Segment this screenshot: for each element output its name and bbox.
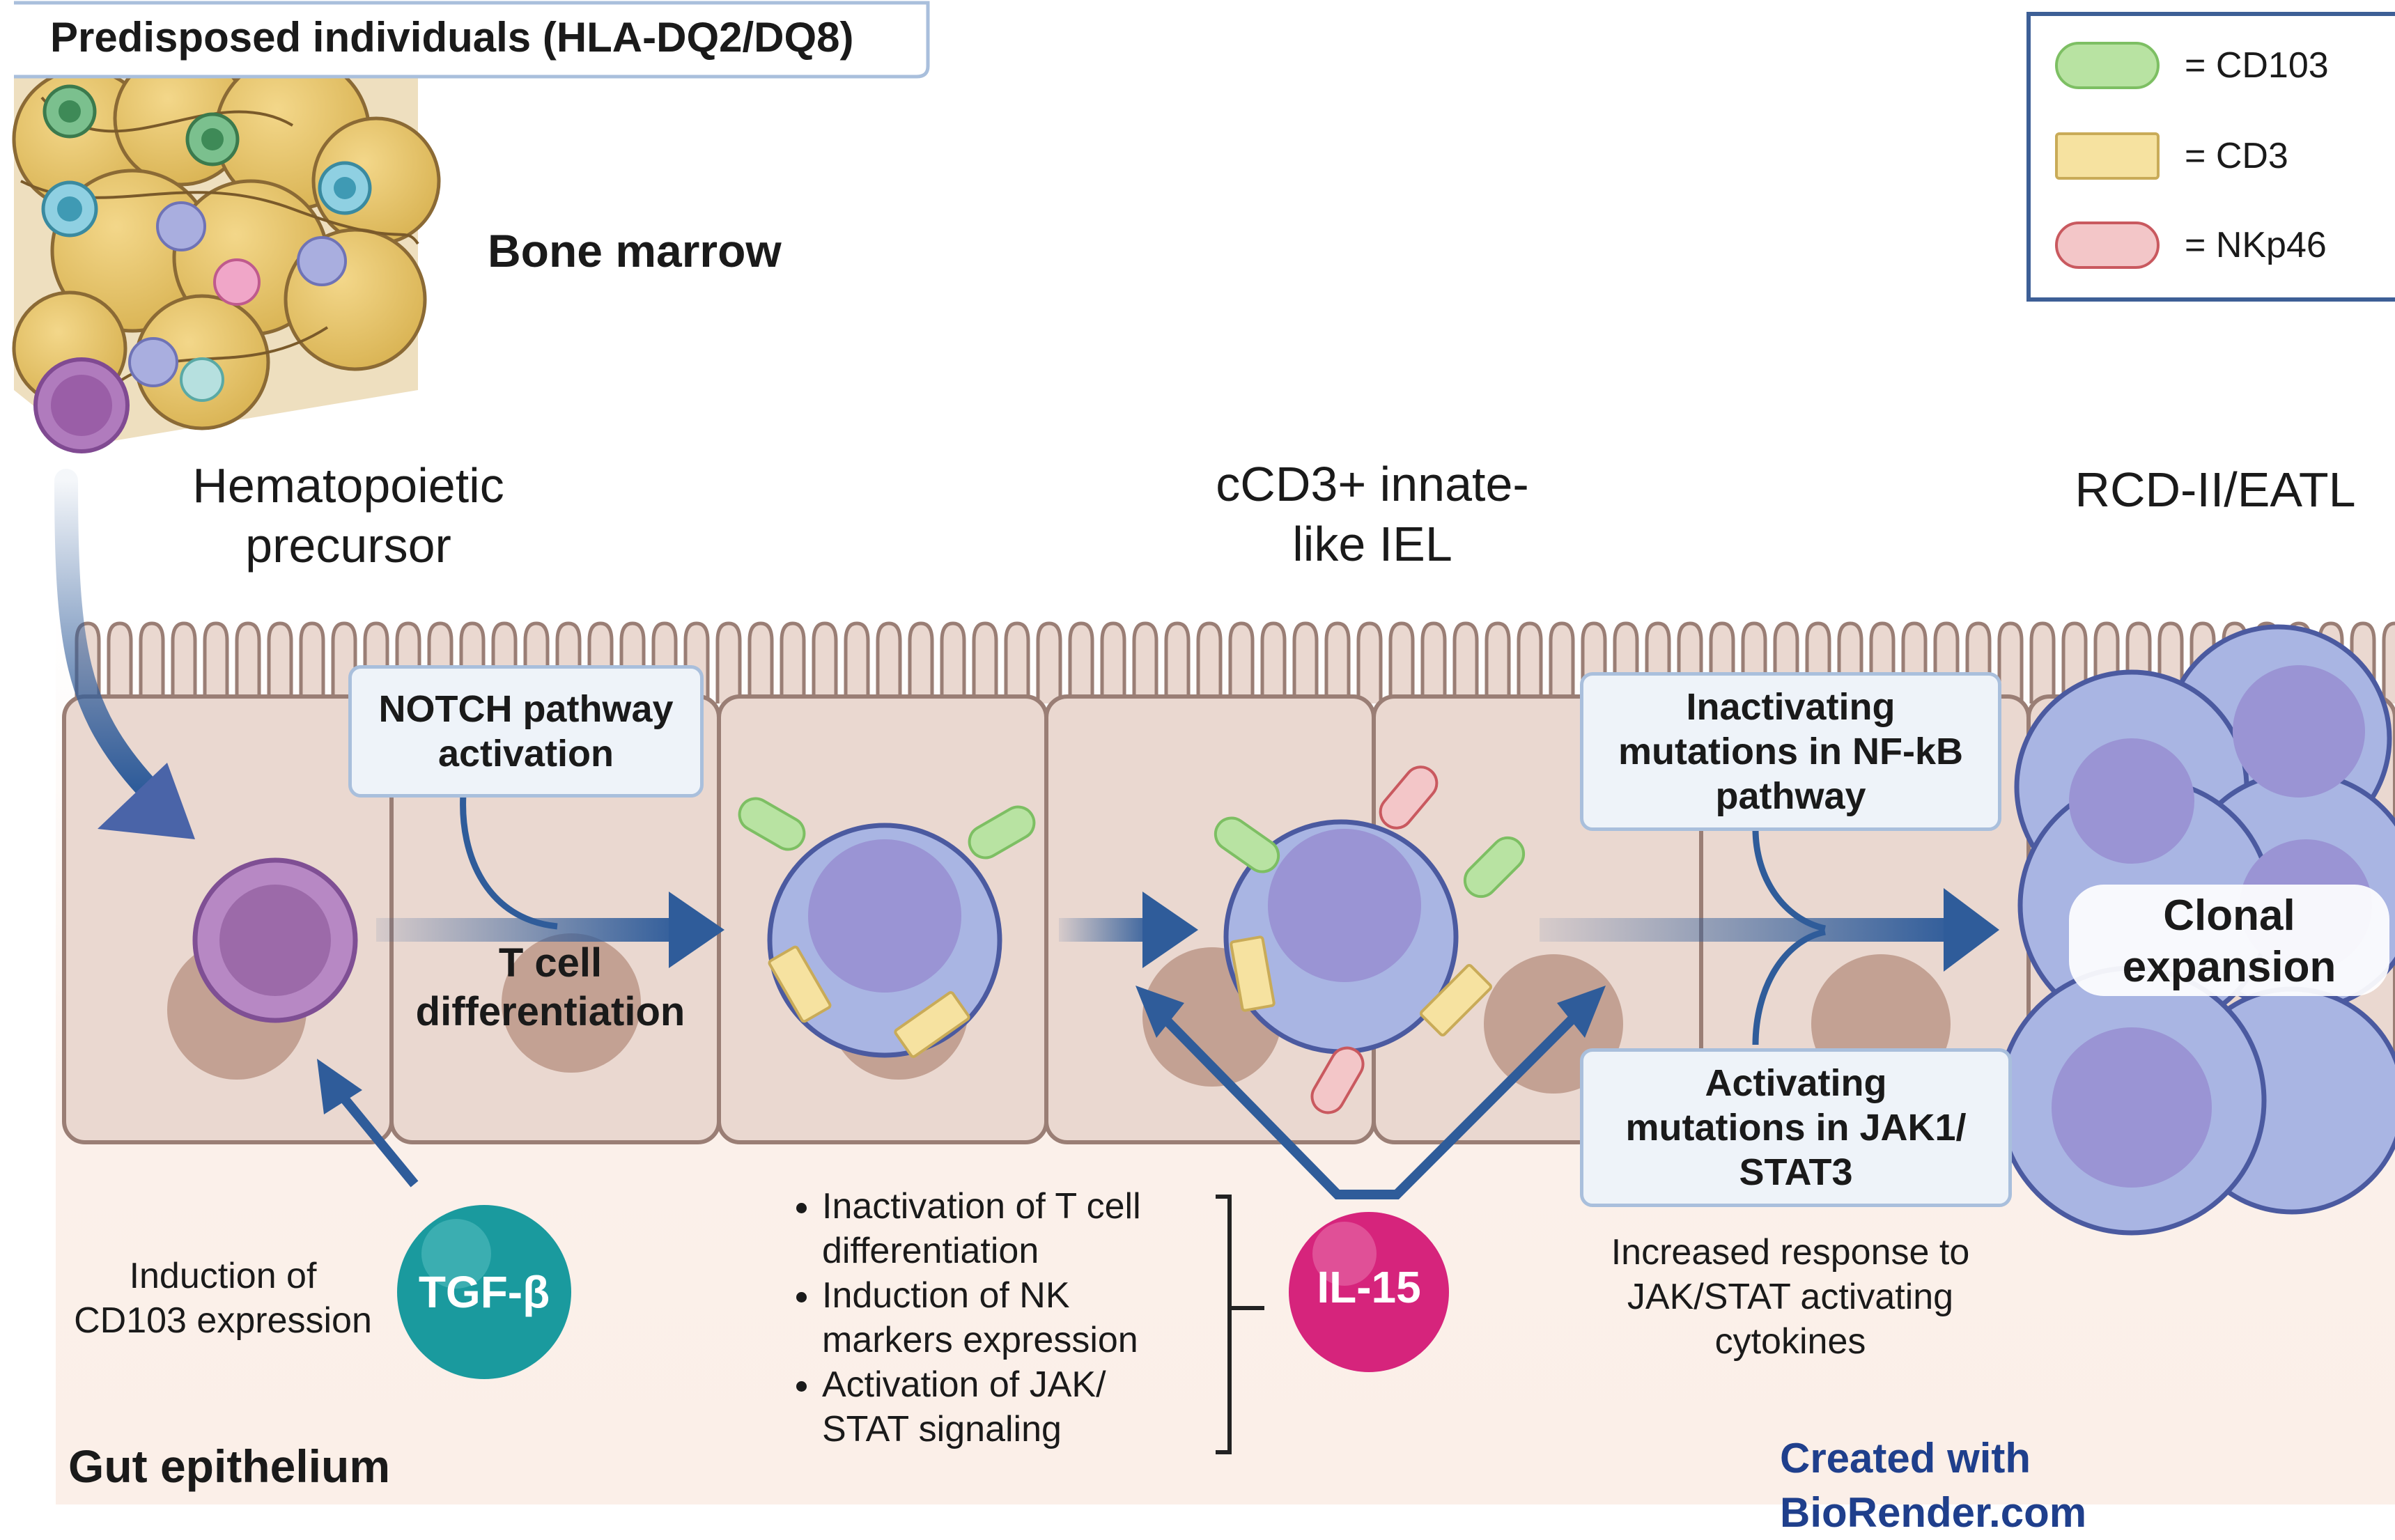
stage-innate-label: cCD3+ innate-like IEL bbox=[1216, 457, 1529, 571]
microvillus bbox=[1420, 621, 1447, 703]
microvillus bbox=[844, 621, 870, 703]
microvillus bbox=[299, 621, 325, 703]
microvillus bbox=[1292, 621, 1319, 703]
flow-arrows bbox=[54, 469, 1999, 1199]
gut-epithelium-label: Gut epithelium bbox=[68, 1440, 390, 1492]
legend-swatch-cd103 bbox=[2055, 42, 2160, 89]
microvillus bbox=[1517, 621, 1543, 703]
microvillus bbox=[1388, 621, 1415, 703]
legend-swatch-nkp46 bbox=[2055, 221, 2160, 269]
microvillus bbox=[812, 621, 838, 703]
microvillus bbox=[171, 621, 197, 703]
microvillus bbox=[235, 621, 261, 703]
bullet-bracket bbox=[1216, 1195, 1264, 1454]
legend-cd103: = CD103 bbox=[2055, 42, 2329, 89]
precursor-cell bbox=[192, 857, 358, 1023]
bone-marrow-illustration bbox=[12, 50, 441, 453]
microvillus bbox=[972, 621, 998, 703]
microvillus bbox=[1196, 621, 1223, 703]
microvillus bbox=[1036, 621, 1062, 703]
microvillus bbox=[107, 621, 133, 703]
microvillus bbox=[908, 621, 934, 703]
legend-label-cd3: = CD3 bbox=[2185, 136, 2288, 176]
microvillus bbox=[203, 621, 229, 703]
microvillus bbox=[1997, 621, 2024, 703]
microvillus bbox=[1068, 621, 1094, 703]
legend-label-nkp46: = NKp46 bbox=[2185, 225, 2327, 265]
marrow-to-gut-arrow bbox=[54, 469, 158, 799]
legend-nkp46: = NKp46 bbox=[2055, 221, 2327, 269]
title-tab-label: Predisposed individuals (HLA-DQ2/DQ8) bbox=[50, 14, 854, 61]
microvillus bbox=[1100, 621, 1126, 703]
title-tab-frame bbox=[14, 1, 930, 79]
microvillus bbox=[1164, 621, 1191, 703]
il15-label: IL-15 bbox=[1317, 1262, 1421, 1312]
microvillus bbox=[747, 621, 774, 703]
microvillus bbox=[876, 621, 902, 703]
microvillus bbox=[1356, 621, 1383, 703]
microvillus bbox=[1452, 621, 1479, 703]
il15-sphere bbox=[1289, 1212, 1449, 1372]
microvillus bbox=[267, 621, 293, 703]
clonal-label-box bbox=[2069, 885, 2389, 996]
microvillus bbox=[1324, 621, 1351, 703]
microvillus bbox=[2382, 621, 2395, 703]
stage-rcd-label: RCD-II/EATL bbox=[2075, 462, 2356, 517]
tgf-beta-sphere bbox=[397, 1205, 571, 1379]
iel-cell-1 bbox=[738, 797, 1036, 1058]
legend-label-cd103: = CD103 bbox=[2185, 45, 2329, 86]
microvillus bbox=[1132, 621, 1158, 703]
il15-effect-3: Activation of JAK/STAT signaling bbox=[822, 1362, 1268, 1452]
microvillus bbox=[2029, 621, 2056, 703]
microvillus bbox=[1004, 621, 1030, 703]
microvillus bbox=[139, 621, 165, 703]
tgf-beta-label: TGF-β bbox=[418, 1267, 550, 1317]
iel-cell-2 bbox=[1214, 765, 1526, 1114]
microvillus bbox=[1549, 621, 1575, 703]
bone-marrow-label: Bone marrow bbox=[488, 225, 782, 277]
microvillus bbox=[940, 621, 966, 703]
legend-cd3: = CD3 bbox=[2055, 132, 2288, 180]
microvillus bbox=[715, 621, 742, 703]
legend-swatch-cd3 bbox=[2055, 132, 2160, 180]
microvillus bbox=[780, 621, 806, 703]
microvillus bbox=[1260, 621, 1287, 703]
microvillus bbox=[1228, 621, 1255, 703]
microvillus bbox=[1485, 621, 1511, 703]
